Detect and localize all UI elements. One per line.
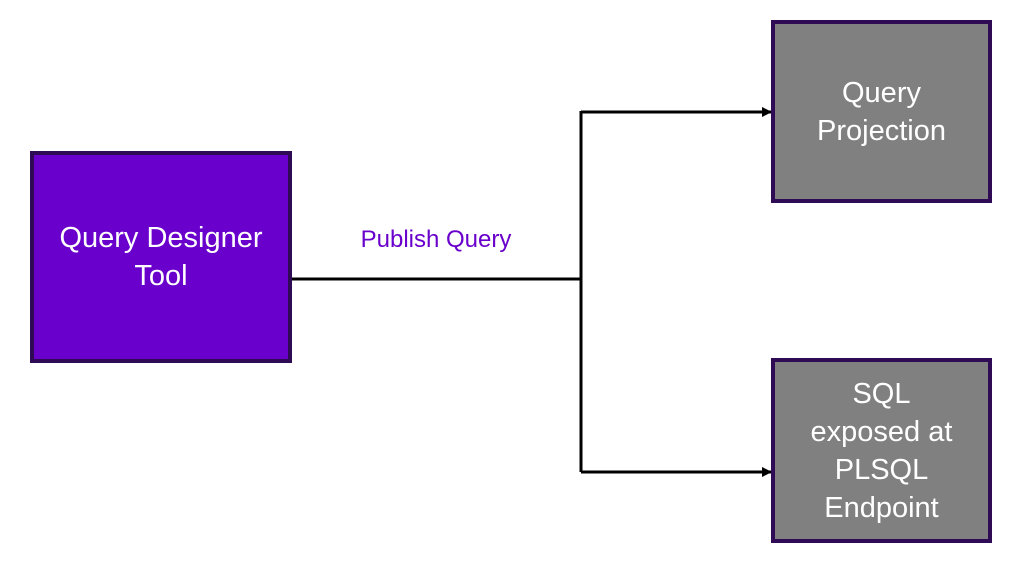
query-projection-label: Query Projection [817, 76, 946, 147]
query-designer-tool-label: Query Designer Tool [59, 222, 263, 292]
publish-query-label: Publish Query [360, 226, 512, 253]
query-projection-node: Query Projection [771, 20, 992, 203]
sql-endpoint-label: SQL exposed at PLSQL Endpoint [810, 377, 953, 524]
sql-endpoint-node: SQL exposed at PLSQL Endpoint [771, 358, 992, 543]
query-designer-tool-node: Query Designer Tool [30, 151, 292, 363]
